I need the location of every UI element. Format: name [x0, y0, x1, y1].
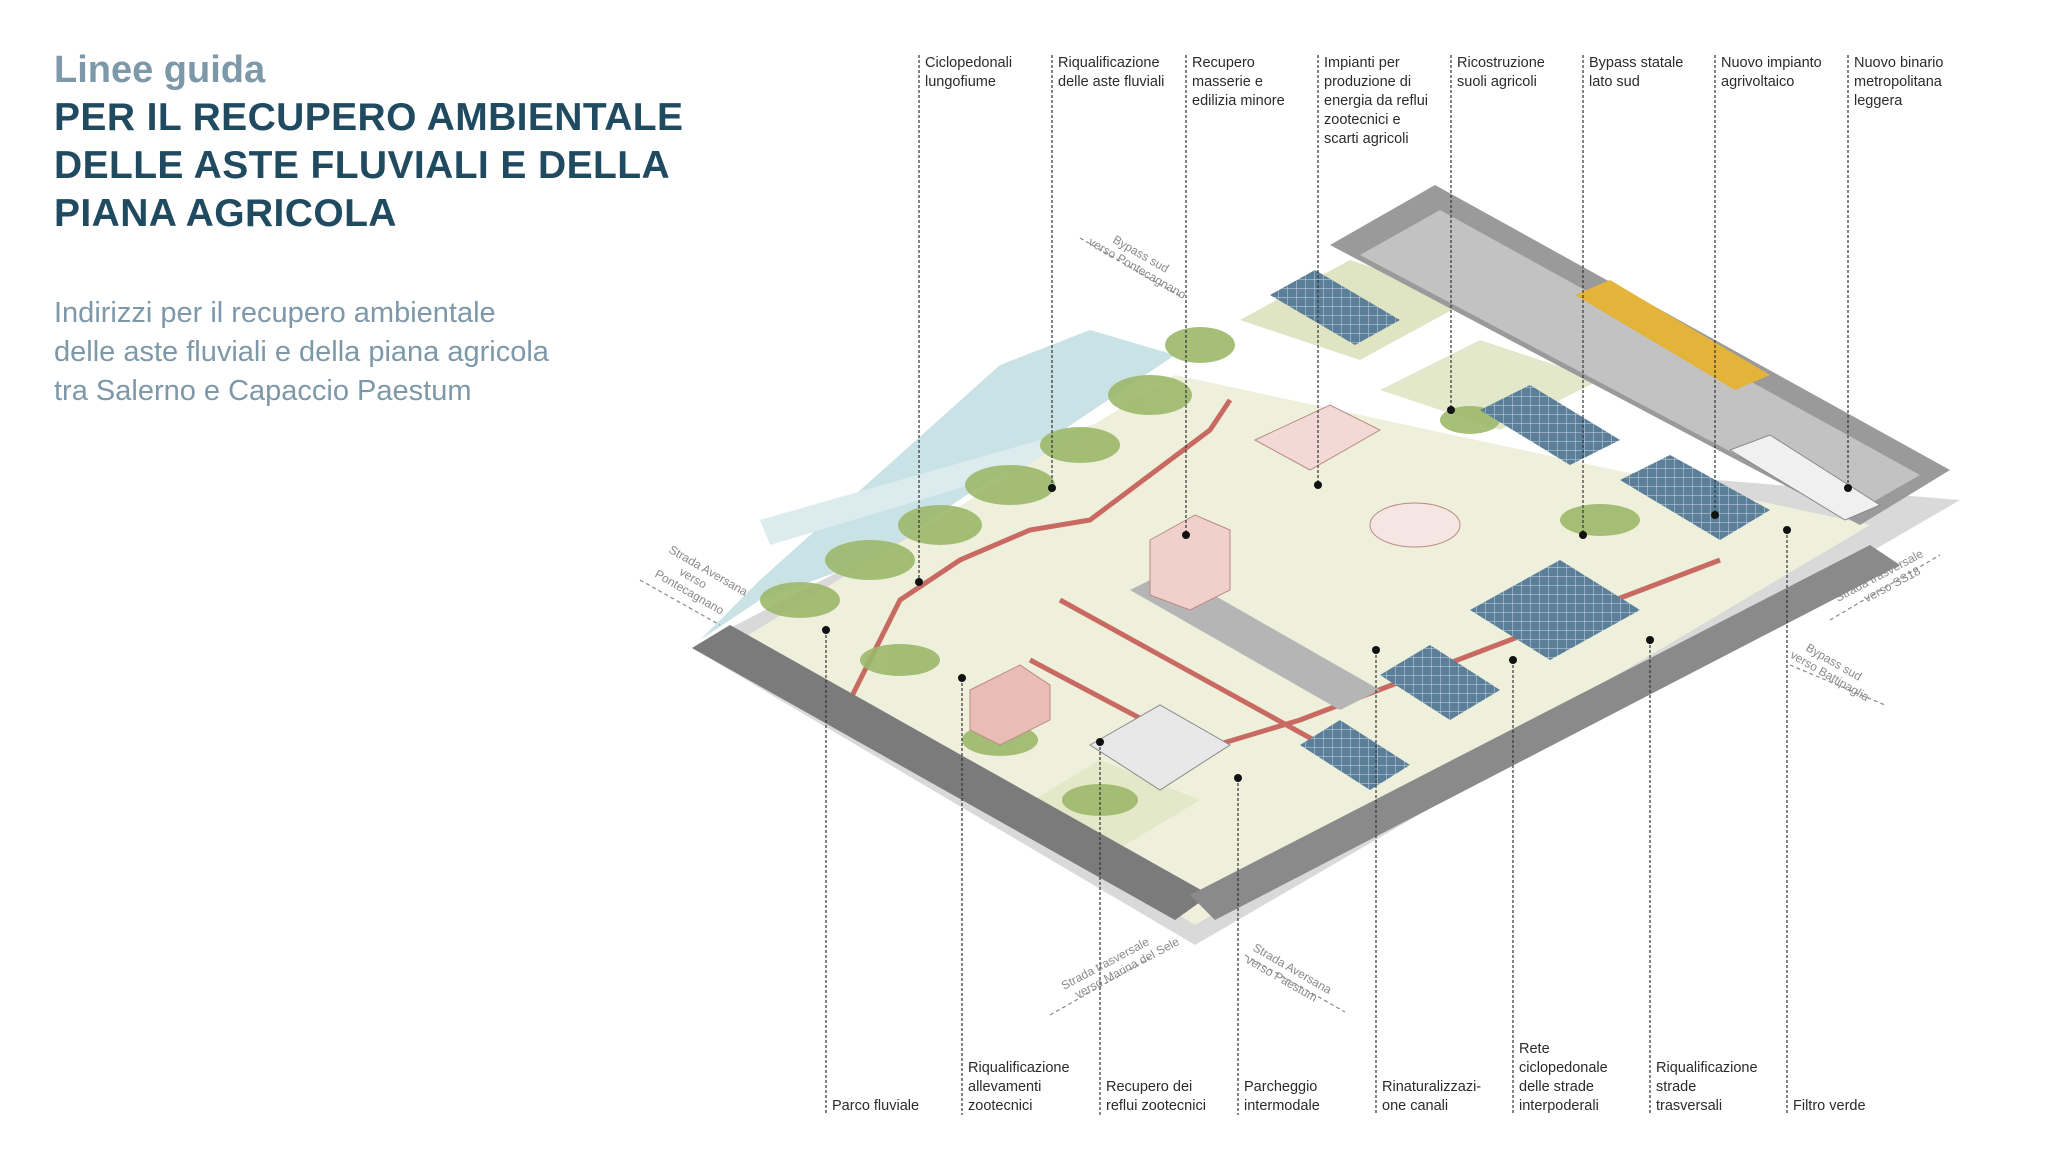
road-aversana — [692, 625, 1210, 920]
road-arrow — [1244, 954, 1346, 1013]
title-line: PIANA AGRICOLA — [54, 192, 397, 235]
label-ricostruzione-suoli: Ricostruzione suoli agricoli — [1457, 55, 1549, 90]
label-rinaturalizzazione-canali: Rinaturalizzazi- one canali — [1382, 1079, 1485, 1114]
kicker-title: Linee guida — [54, 49, 266, 91]
label-impianti-energia: Impianti per produzione di energia da re… — [1324, 55, 1432, 147]
biogas-tank — [1369, 502, 1461, 548]
label-riqualificazione-strade: Riqualificazione strade trasversali — [1656, 1060, 1762, 1114]
subtitle-line: Indirizzi per il recupero ambientale — [54, 297, 496, 329]
road-trasversale — [1190, 545, 1900, 920]
header-block: Linee guida PER IL RECUPERO AMBIENTALE D… — [54, 46, 774, 411]
metro-train — [1575, 280, 1770, 390]
subtitle-line: delle aste fluviali e della piana agrico… — [54, 336, 549, 368]
top-leader-dots — [915, 406, 1852, 586]
label-bypass-statale: Bypass statale lato sud — [1589, 55, 1687, 90]
top-leader-lines — [918, 55, 1849, 582]
subtitle-line: tra Salerno e Capaccio Paestum — [54, 375, 472, 407]
bottom-leader-dots — [822, 526, 1791, 782]
livestock-building — [969, 664, 1051, 746]
label-recupero-reflui: Recupero dei reflui zootecnici — [1106, 1079, 1206, 1114]
label-recupero-masserie: Recupero masserie e edilizia minore — [1192, 55, 1285, 109]
road-label-trasversale-marina: Strada trasversale verso Marina del Sele — [1059, 922, 1182, 1005]
road-arrow — [1829, 554, 1941, 621]
label-agrivoltaico: Nuovo impianto agrivoltaico — [1721, 55, 1826, 90]
road-arrow — [1079, 237, 1181, 297]
label-rete-ciclopedonale: Rete ciclopedonale delle strade interpod… — [1519, 1041, 1612, 1114]
agrivoltaic-panels — [1270, 270, 1770, 790]
cycle-path — [1058, 597, 1352, 763]
reflui-building — [1089, 704, 1231, 791]
label-ciclopedonali-lungofiume: Ciclopedonali lungofiume — [925, 55, 1016, 90]
cycle-path — [1028, 557, 1721, 753]
bottom-leader-lines — [825, 530, 1788, 1115]
bottom-labels: Parco fluviale Riqualificazione allevame… — [832, 1041, 1866, 1114]
road-label-aversana-paestum: Strada Aversana verso Paestum — [1244, 940, 1338, 1010]
subtitle-block: Indirizzi per il recupero ambientale del… — [54, 294, 774, 411]
road-arrow — [1789, 664, 1886, 706]
railway-band-light — [1360, 210, 1920, 515]
road-arrow — [1049, 957, 1151, 1016]
title-line: DELLE ASTE FLUVIALI E DELLA — [54, 144, 671, 187]
label-filtro-verde: Filtro verde — [1793, 1098, 1866, 1114]
train — [1728, 434, 1882, 521]
river-water-edge — [760, 420, 1120, 545]
masseria-building — [1149, 514, 1231, 611]
title-line: PER IL RECUPERO AMBIENTALE — [54, 96, 684, 139]
road-arrow — [639, 579, 721, 626]
road-label-bypass-battipaglia: Bypass sud verso Battipaglia — [1788, 635, 1879, 704]
label-binario-metropolitana: Nuovo binario metropolitana leggera — [1854, 55, 1948, 109]
cycle-path — [837, 398, 1233, 722]
label-riqualificazione-allevamenti: Riqualificazione allevamenti zootecnici — [968, 1060, 1074, 1114]
road-label-bypass-pontecagnano: Bypass sud verso Pontecagnano — [1086, 222, 1196, 301]
label-riqualificazione-aste: Riqualificazione delle aste fluviali — [1058, 55, 1164, 90]
top-labels: Ciclopedonali lungofiume Riqualificazion… — [925, 55, 1948, 147]
label-parcheggio-intermodale: Parcheggio intermodale — [1244, 1079, 1321, 1114]
label-parco-fluviale: Parco fluviale — [832, 1098, 919, 1114]
